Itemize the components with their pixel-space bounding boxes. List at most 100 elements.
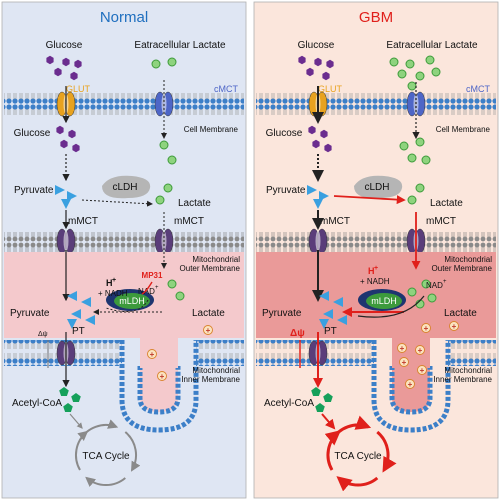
h-plus-superscript: + xyxy=(374,265,378,272)
tca-cycle-arc-2 xyxy=(336,476,379,492)
cytosolic-pyruvate-2 xyxy=(61,199,71,209)
proton-plus-sign: + xyxy=(418,346,423,355)
h-plus-label: H xyxy=(368,266,375,276)
proton-plus-sign: + xyxy=(160,372,165,381)
intracellular-lactate-3 xyxy=(421,155,431,165)
mldh-label: mLDH xyxy=(371,296,397,306)
cytosolic-lactate-b xyxy=(407,195,417,205)
intermembrane-proton-0 xyxy=(203,325,213,335)
acetyl-coa-to-tca-arrow xyxy=(69,413,83,429)
cell-membrane xyxy=(4,92,244,118)
crista-fold-outer xyxy=(119,340,199,433)
mitochondrial-pyruvate-2 xyxy=(323,309,333,319)
panel-title: Normal xyxy=(100,9,148,26)
intermembrane-proton-0 xyxy=(421,323,431,333)
intracellular-lactate-0 xyxy=(399,141,409,151)
mitochondrial-lactate-0 xyxy=(407,287,417,297)
mitochondrial-lactate-1 xyxy=(175,291,185,301)
acetyl-coa-1 xyxy=(71,393,81,402)
extracellular-glucose-0 xyxy=(46,55,54,65)
inner-membrane-label-line2: Inner Membrane xyxy=(181,375,240,384)
cldh-label: cLDH xyxy=(112,182,137,193)
extracellular-lactate-label: Eatracellular Lactate xyxy=(386,40,478,51)
mitochondrial-lactate-0 xyxy=(167,279,177,289)
outer-membrane-label-line2-overlay: Outer Membrane xyxy=(180,264,241,273)
proton-plus-sign: + xyxy=(424,324,429,333)
outer-mitochondrial-membrane xyxy=(256,230,496,252)
delta-psi-label: Δψ xyxy=(38,331,48,338)
mitochondrial-pyruvate-0 xyxy=(319,291,329,301)
extracellular-glucose-4 xyxy=(322,71,330,81)
extracellular-lactate-4 xyxy=(415,71,425,81)
panel-title: GBM xyxy=(359,9,393,26)
cldh-label: cLDH xyxy=(364,182,389,193)
mmct-left-transporter-pore xyxy=(315,231,321,251)
cldh-conversion-arrow xyxy=(333,195,406,205)
mitochondrial-pyruvate-0 xyxy=(67,291,77,301)
proton-plus-sign: + xyxy=(402,358,407,367)
cmct-label: cMCT xyxy=(214,84,238,94)
extracellular-glucose-2 xyxy=(326,59,334,69)
extracellular-lactate-6 xyxy=(407,81,417,91)
cytosolic-lactate-a xyxy=(163,183,173,193)
mmct-left-transporter-pore xyxy=(63,231,69,251)
nad-label: NAD xyxy=(426,281,443,290)
extracellular-glucose-4 xyxy=(70,71,78,81)
proton-plus-sign: + xyxy=(150,350,155,359)
inner-membrane-label-line2: Inner Membrane xyxy=(433,375,492,384)
mitochondrial-lactate-label: Lactate xyxy=(444,308,477,319)
tca-cycle-label: TCA Cycle xyxy=(334,451,382,462)
crista-proton-2 xyxy=(399,357,409,367)
mitochondrial-pyruvate-label: Pyruvate xyxy=(10,308,50,319)
mitochondrial-lactate-2 xyxy=(427,293,437,303)
extracellular-glucose-3 xyxy=(54,67,62,77)
nadh-label: + NADH xyxy=(98,289,128,298)
nad-plus-superscript: + xyxy=(443,279,447,285)
acetyl-coa-to-tca-arrow xyxy=(321,413,336,430)
cytosolic-pyruvate-2 xyxy=(313,199,323,209)
mitochondrial-pyruvate-4 xyxy=(319,319,329,329)
intracellular-glucose-3 xyxy=(72,143,80,153)
cmct-transporter xyxy=(154,91,174,117)
cytosolic-pyruvate-0 xyxy=(307,185,317,195)
cmct-label: cMCT xyxy=(466,84,490,94)
extracellular-lactate-3 xyxy=(397,69,407,79)
extracellular-lactate-5 xyxy=(431,67,441,77)
intracellular-glucose-0 xyxy=(56,125,64,135)
extracellular-glucose-1 xyxy=(314,57,322,67)
intracellular-glucose-2 xyxy=(312,139,320,149)
tca-cycle-arc-2 xyxy=(85,476,126,487)
crista-proton-0 xyxy=(147,349,157,359)
acetyl-coa-label: Acetyl-CoA xyxy=(12,398,62,409)
cell-membrane-label: Cell Membrane xyxy=(184,125,239,134)
extracellular-glucose-3 xyxy=(306,67,314,77)
crista-proton-4 xyxy=(405,379,415,389)
mitochondrial-pyruvate-label: Pyruvate xyxy=(262,308,302,319)
cytosolic-pyruvate-0 xyxy=(55,185,65,195)
tca-cycle-arc-1 xyxy=(124,431,141,472)
outer-membrane-label-line1-overlay: Mitochondrial xyxy=(192,255,240,264)
intracellular-glucose-3 xyxy=(324,143,332,153)
outer-membrane-label-line2-overlay: Outer Membrane xyxy=(432,264,493,273)
crista-proton-3 xyxy=(417,365,427,375)
mmct-left-label: mMCT xyxy=(68,216,98,227)
intermembrane-proton-1 xyxy=(449,321,459,331)
intracellular-glucose-label: Glucose xyxy=(266,128,303,139)
cell-membrane xyxy=(256,92,496,118)
cytosolic-lactate-label: Lactate xyxy=(178,198,211,209)
cytosolic-lactate-label: Lactate xyxy=(430,198,463,209)
tca-cycle-arc-1 xyxy=(376,430,397,473)
mp31-label: MP31 xyxy=(142,271,163,280)
mitochondrial-lactate-label: Lactate xyxy=(192,308,225,319)
intracellular-glucose-1 xyxy=(68,129,76,139)
acetyl-coa-0 xyxy=(311,387,321,396)
pt-label: PT xyxy=(72,326,85,337)
proton-plus-sign: + xyxy=(408,380,413,389)
extracellular-lactate-1 xyxy=(405,59,415,69)
mp31-inhibition-line xyxy=(141,281,153,295)
intracellular-lactate-1 xyxy=(167,155,177,165)
extracellular-lactate-1 xyxy=(167,57,177,67)
proton-plus-sign: + xyxy=(400,344,405,353)
